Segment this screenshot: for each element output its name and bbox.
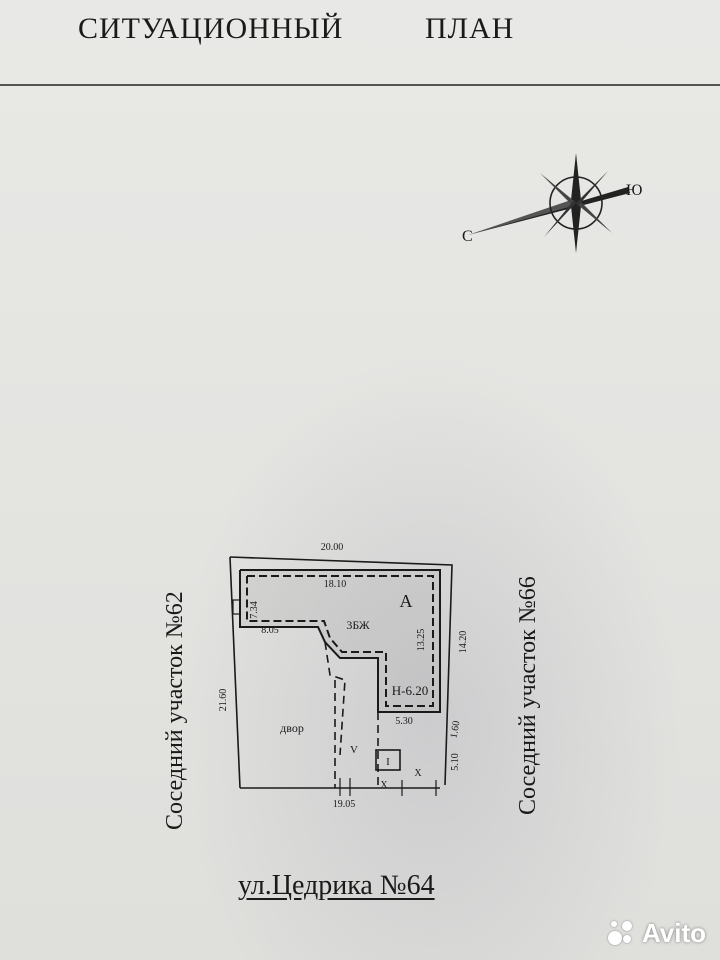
building-letter: А: [400, 591, 413, 611]
annex-outline: [324, 641, 346, 756]
compass-rose: С Ю: [458, 145, 648, 265]
dim-wing: 8.05: [261, 625, 279, 636]
dim-bottom-inner: 5.30: [395, 716, 413, 727]
building-height: Н-6.20: [392, 683, 428, 698]
title-underline: [0, 84, 720, 86]
dim-right-inner: 13.25: [416, 629, 427, 652]
compass-south-letter: Ю: [626, 182, 642, 199]
dim-right-outer: 14.20: [458, 631, 469, 654]
dim-gap: 1.60: [449, 720, 463, 739]
avito-logo-icon: [607, 919, 636, 947]
page-title: СИТУАЦИОННЫЙ ПЛАН: [0, 12, 720, 52]
left-neighbor-label: Соседний участок №62: [162, 591, 188, 830]
x-mark-2: X: [414, 768, 422, 779]
avito-watermark-text: Avito: [641, 917, 706, 948]
street-label: ул.Цедрика №64: [238, 870, 435, 901]
dim-top: 20.00: [321, 542, 344, 553]
outbuilding-box: [375, 749, 401, 771]
avito-watermark: Avito: [607, 917, 706, 948]
compass-north-letter: С: [462, 228, 473, 245]
building-outline: [239, 569, 441, 713]
yard-label: двор: [280, 721, 304, 735]
dim-inner-top: 18.10: [324, 579, 347, 590]
site-plan: 20.00 18.10 21.60 7.34 8.05 13.25 14.20 …: [140, 530, 560, 840]
shed-label: V: [350, 744, 358, 756]
building-material: 3БЖ: [346, 618, 370, 632]
lot-boundary: [229, 556, 453, 786]
title-word-situational: СИТУАЦИОННЫЙ: [78, 12, 344, 45]
compass-star: [571, 153, 581, 203]
dim-left-outer: 21.60: [218, 689, 229, 712]
x-mark-1: X: [380, 780, 388, 791]
dim-bottom: 19.05: [333, 799, 356, 810]
title-word-plan: ПЛАН: [425, 12, 515, 45]
box-label: I: [386, 756, 390, 768]
right-neighbor-label: Соседний участок №66: [515, 576, 541, 815]
dim-gate: 5.10: [450, 753, 461, 771]
dim-left-inner: 7.34: [249, 601, 260, 619]
